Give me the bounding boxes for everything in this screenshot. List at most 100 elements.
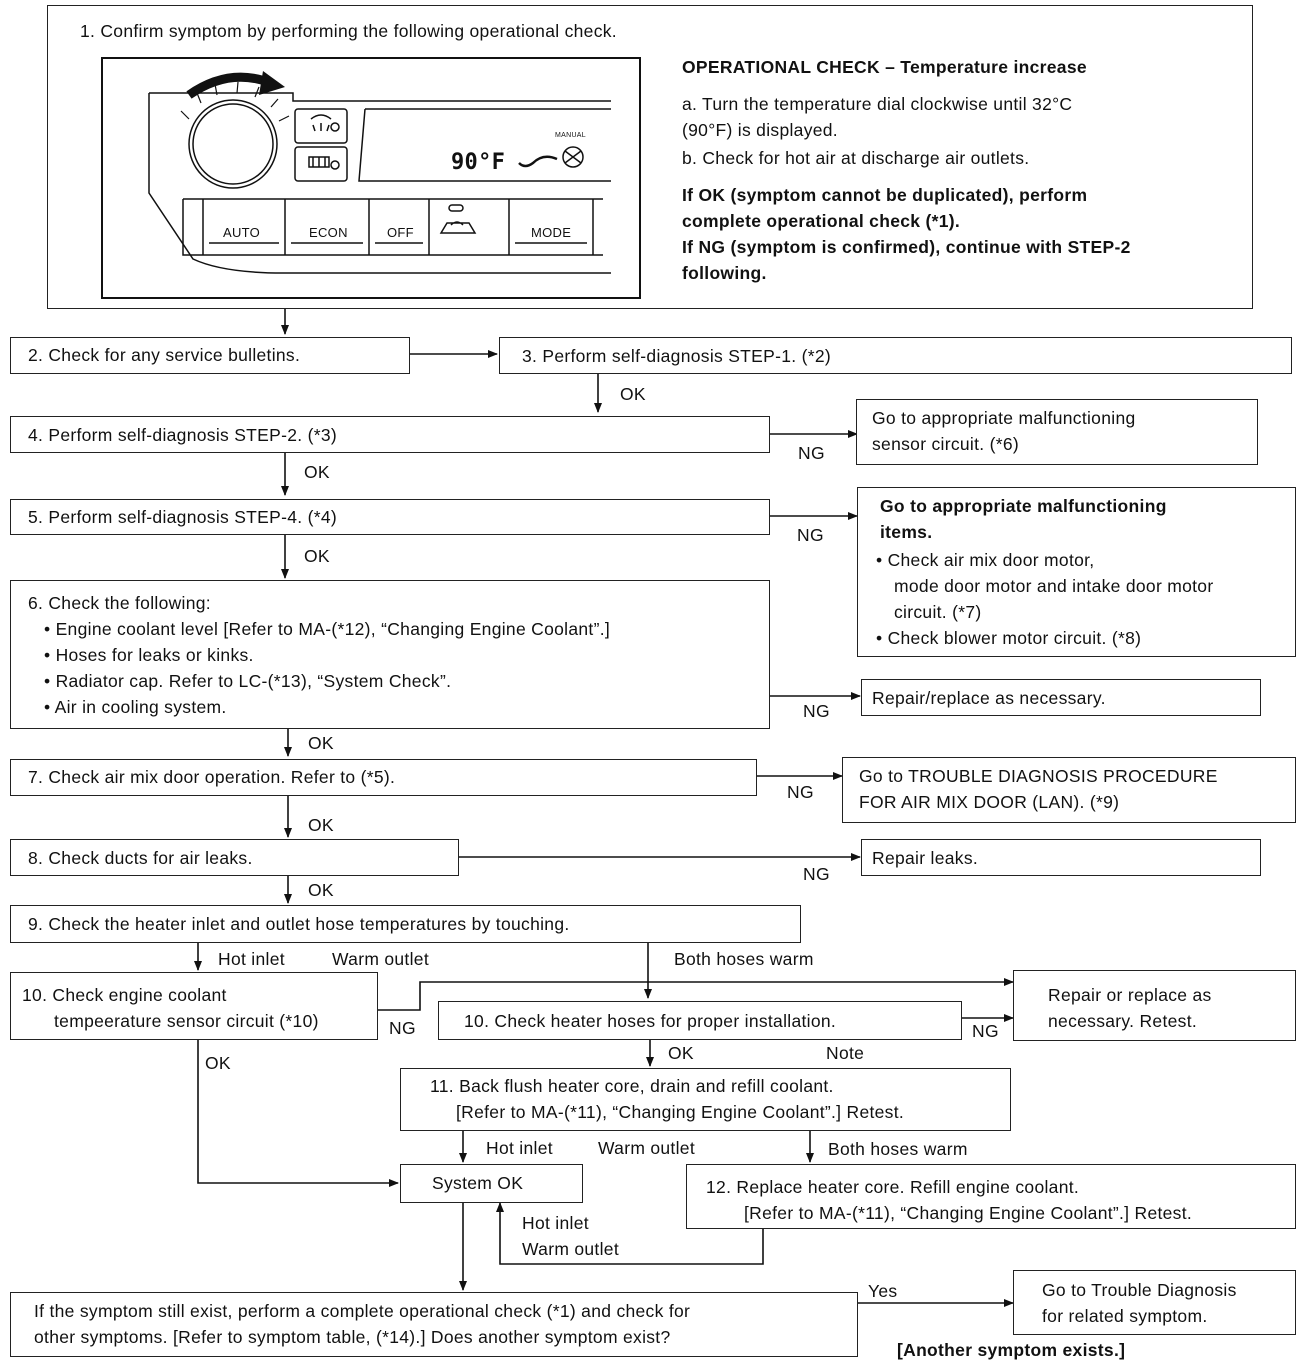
- goto-line1: Go to Trouble Diagnosis: [1042, 1280, 1237, 1300]
- step10a-line2: tempeerature sensor circuit (*10): [54, 1011, 319, 1031]
- rear-defrost-icon: [308, 156, 330, 168]
- step8-text: 8. Check ducts for air leaks.: [28, 848, 253, 868]
- ok-label-7: OK: [308, 815, 334, 835]
- final-line1: If the symptom still exist, perform a co…: [34, 1301, 691, 1321]
- step5-ng-bullet1-line3: circuit. (*7): [894, 602, 982, 622]
- check-b: b. Check for hot air at discharge air ou…: [682, 148, 1030, 168]
- goto-line2: for related symptom.: [1042, 1306, 1208, 1326]
- ng-label-8: NG: [803, 864, 830, 884]
- ng-label-10a: NG: [389, 1018, 416, 1038]
- step5-ng-title2: items.: [880, 522, 933, 542]
- step4-ng-box: [856, 399, 1258, 465]
- step5-ng-bullet1: • Check air mix door motor,: [876, 550, 1095, 570]
- step6-line5: • Air in cooling system.: [44, 697, 227, 717]
- step3-text: 3. Perform self-diagnosis STEP-1. (*2): [522, 346, 832, 366]
- step4-box: [10, 416, 770, 453]
- another-symptom-label: [Another symptom exists.]: [897, 1340, 1126, 1360]
- repair-retest-line1: Repair or replace as: [1048, 985, 1212, 1005]
- step6-ng-text: Repair/replace as necessary.: [872, 688, 1106, 708]
- step5-ng-box: [857, 487, 1296, 657]
- auto-button: AUTO: [223, 225, 260, 240]
- step5-ng-bullet1-line2: mode door motor and intake door motor: [894, 576, 1214, 596]
- step2-text: 2. Check for any service bulletins.: [28, 345, 301, 365]
- step10a-box: [10, 972, 378, 1040]
- check-a-line1: a. Turn the temperature dial clockwise u…: [682, 94, 1073, 114]
- step9-box: [10, 905, 801, 943]
- step6-line3: • Hoses for leaks or kinks.: [44, 645, 254, 665]
- recirculation-icon: [439, 221, 477, 234]
- warm-outlet-label-1: Warm outlet: [332, 949, 429, 969]
- both-warm-label-2: Both hoses warm: [828, 1139, 968, 1159]
- step8-ng-box: [861, 839, 1261, 876]
- step11-box: [400, 1068, 1011, 1131]
- ok-label-10a: OK: [205, 1053, 231, 1073]
- step8-ng-text: Repair leaks.: [872, 848, 979, 868]
- ng-label-5: NG: [797, 525, 824, 545]
- air-flow-icon: [518, 155, 558, 168]
- ng-label-7: NG: [787, 782, 814, 802]
- ok-label-4: OK: [304, 462, 330, 482]
- step7-text: 7. Check air mix door operation. Refer t…: [28, 767, 396, 787]
- step7-ng-box: [842, 757, 1296, 823]
- step11-line2: [Refer to MA-(*11), “Changing Engine Coo…: [456, 1102, 905, 1122]
- front-defrost-button: [294, 108, 348, 144]
- step4-text: 4. Perform self-diagnosis STEP-2. (*3): [28, 425, 338, 445]
- ok-label-8: OK: [308, 880, 334, 900]
- ok-label-6: OK: [308, 733, 334, 753]
- ng-label-6: NG: [803, 701, 830, 721]
- mode-button: MODE: [531, 225, 571, 240]
- step11-line1: 11. Back flush heater core, drain and re…: [430, 1076, 834, 1096]
- ac-control-panel: 90°F MANUAL AUTO ECON OFF MODE: [148, 71, 611, 274]
- step6-line2: • Engine coolant level [Refer to MA-(*12…: [44, 619, 611, 639]
- if-ng-line2: following.: [682, 263, 767, 283]
- warm-outlet-label-3: Warm outlet: [522, 1239, 619, 1259]
- step1-box: [47, 5, 1253, 309]
- ng-label-10b: NG: [972, 1021, 999, 1041]
- step8-box: [10, 839, 459, 876]
- if-ng-line1: If NG (symptom is confirmed), continue w…: [682, 237, 1131, 257]
- step7-box: [10, 759, 757, 796]
- control-panel-illustration: 90°F MANUAL AUTO ECON OFF MODE: [101, 57, 641, 299]
- step5-text: 5. Perform self-diagnosis STEP-4. (*4): [28, 507, 338, 527]
- ng-label-4: NG: [798, 443, 825, 463]
- if-ok-line1: If OK (symptom cannot be duplicated), pe…: [682, 185, 1088, 205]
- system-ok-text: System OK: [432, 1173, 524, 1193]
- step6-ng-box: [861, 679, 1261, 716]
- step1-title: 1. Confirm symptom by performing the fol…: [80, 21, 617, 41]
- hot-inlet-label-3: Hot inlet: [522, 1213, 589, 1233]
- display-temperature: 90°F: [451, 150, 505, 175]
- temperature-dial: [188, 99, 278, 189]
- step3-box: [499, 337, 1292, 374]
- step6-line4: • Radiator cap. Refer to LC-(*13), “Syst…: [44, 671, 452, 691]
- step5-ng-title1: Go to appropriate malfunctioning: [880, 496, 1167, 516]
- step12-box: [686, 1164, 1296, 1229]
- repair-retest-line2: necessary. Retest.: [1048, 1011, 1198, 1031]
- fan-icon: [562, 146, 584, 168]
- step12-line2: [Refer to MA-(*11), “Changing Engine Coo…: [744, 1203, 1193, 1223]
- ok-label-5: OK: [304, 546, 330, 566]
- step5-ng-bullet2: • Check blower motor circuit. (*8): [876, 628, 1142, 648]
- step4-ng-line2: sensor circuit. (*6): [872, 434, 1020, 454]
- step7-ng-line2: FOR AIR MIX DOOR (LAN). (*9): [859, 792, 1120, 812]
- yes-label: Yes: [868, 1281, 898, 1301]
- step6-line1: 6. Check the following:: [28, 593, 211, 613]
- manual-label: MANUAL: [555, 132, 586, 139]
- rotate-arrow-icon: [259, 71, 285, 95]
- step10b-text: 10. Check heater hoses for proper instal…: [464, 1011, 837, 1031]
- step10a-line1: 10. Check engine coolant: [22, 985, 227, 1005]
- both-warm-label-1: Both hoses warm: [674, 949, 814, 969]
- step12-line1: 12. Replace heater core. Refill engine c…: [706, 1177, 1080, 1197]
- operational-check-title: OPERATIONAL CHECK – Temperature increase: [682, 57, 1087, 77]
- off-button: OFF: [387, 225, 414, 240]
- step7-ng-line1: Go to TROUBLE DIAGNOSIS PROCEDURE: [859, 766, 1218, 786]
- ok-label-3: OK: [620, 384, 646, 404]
- note-label: Note: [826, 1043, 865, 1063]
- system-ok-box: [400, 1164, 583, 1203]
- step2-box: [10, 337, 410, 374]
- step9-text: 9. Check the heater inlet and outlet hos…: [28, 914, 570, 934]
- rear-defrost-button: [294, 146, 348, 182]
- step5-box: [10, 499, 770, 535]
- econ-button: ECON: [309, 225, 348, 240]
